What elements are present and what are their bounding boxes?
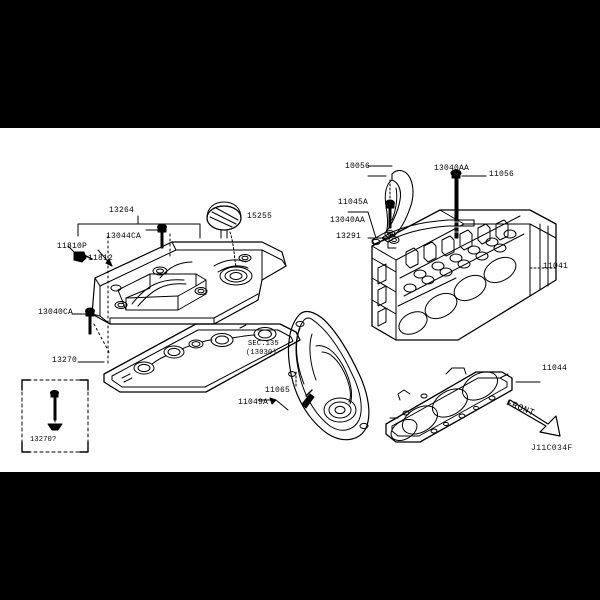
label-gasket-13270: 13270 [52, 356, 78, 365]
label-bolt-13040aa-upper: 13040AA [434, 164, 470, 173]
head-gasket-drawing [385, 367, 541, 443]
pcv-grommet-drawing [73, 251, 93, 263]
label-cylinder-head: 11041 [543, 262, 569, 271]
inset-box-drawing [21, 379, 89, 453]
label-bolt-11045a: 11045A [338, 198, 369, 207]
label-part-11065: 11065 [265, 386, 291, 395]
label-inset-13270: 13270? [30, 436, 57, 444]
label-camshaft-bracket: 10056 [345, 162, 371, 171]
label-bolt-13044ca: 13044CA [106, 232, 142, 241]
drawing-code: J11C034F [531, 444, 573, 453]
section-ref-line2: (13030) [246, 349, 277, 357]
parts-illustration [21, 165, 561, 453]
label-stud-11056: 11056 [489, 170, 515, 179]
bolt-13040ca-drawing [85, 307, 95, 335]
cylinder-head-drawing [371, 209, 557, 341]
label-part-13291: 13291 [336, 232, 362, 241]
label-seal-11810p: 11810P [57, 242, 88, 251]
rocker-cover-gasket-drawing [103, 323, 301, 393]
front-arrow-drawing [507, 399, 561, 437]
oil-baffle-drawing [367, 175, 475, 249]
head-stud-drawing [450, 169, 487, 239]
label-bolt-11049a: 11049A [238, 398, 269, 407]
diagram-canvas: 13264 13044CA 11810P 11812 13040CA 13270… [0, 128, 600, 472]
oil-filler-cap-drawing [206, 201, 242, 268]
label-bolt-13040ca: 13040CA [38, 308, 74, 317]
label-bolt-13040aa-lower: 13040AA [330, 216, 366, 225]
bolt-13044ca-drawing [157, 223, 167, 249]
label-oil-filler-cap: 15255 [247, 212, 273, 221]
label-head-gasket: 11044 [542, 364, 568, 373]
rocker-cover-drawing [91, 241, 287, 325]
label-rocker-cover: 13264 [109, 206, 135, 215]
timing-chain-cover-drawing [257, 310, 370, 441]
label-part-11812: 11812 [88, 254, 114, 263]
section-ref-line1: SEC.135 [248, 340, 279, 348]
